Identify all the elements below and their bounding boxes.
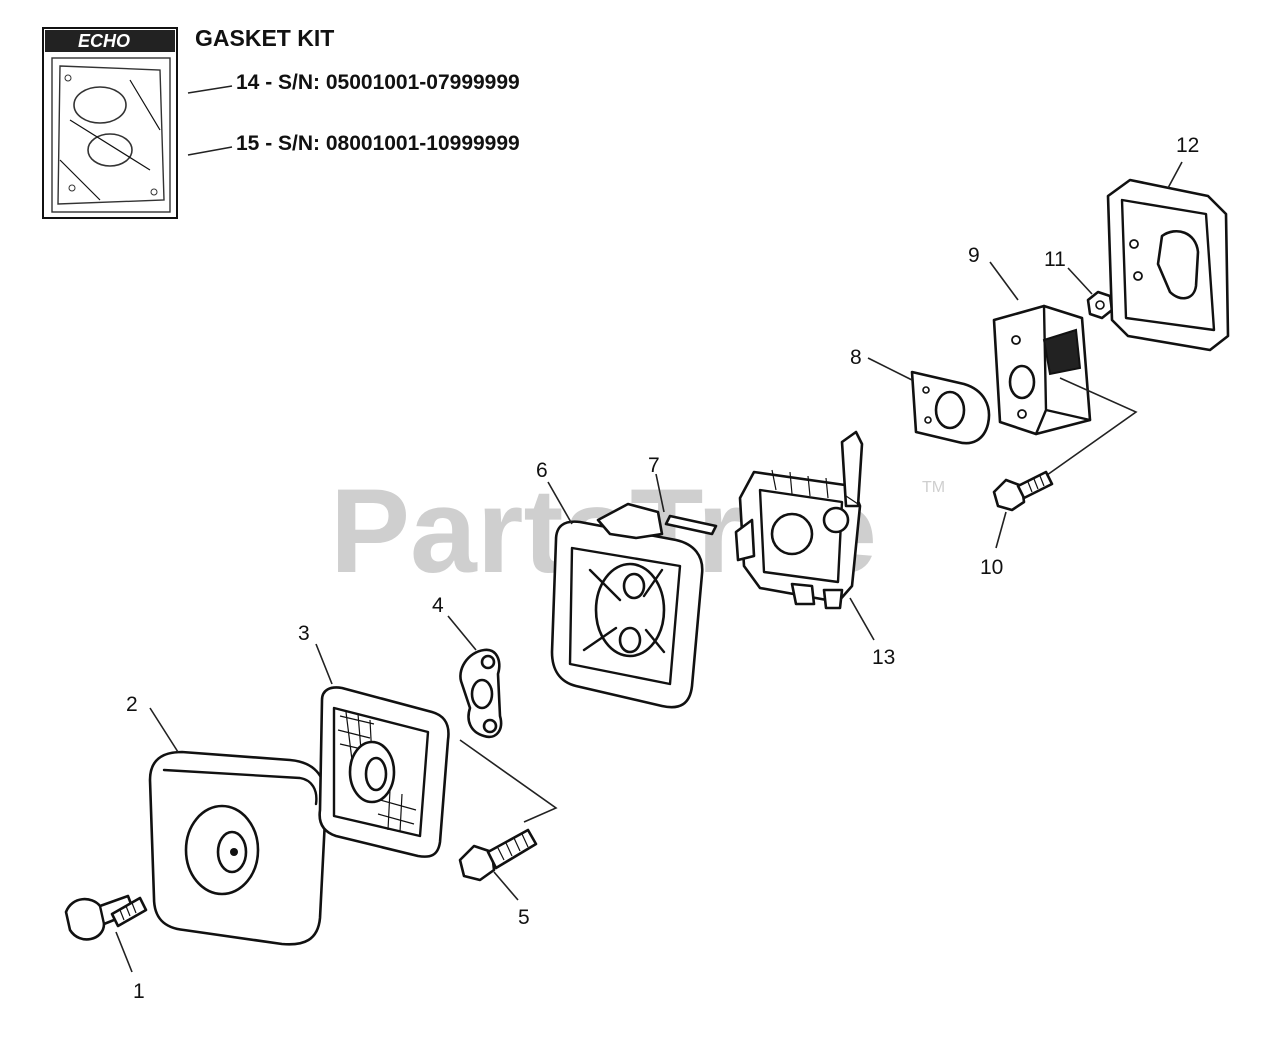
gasket-kit-serial-14: 14 - S/N: 05001001-07999999: [236, 71, 520, 94]
callout-11: 11: [1044, 248, 1066, 271]
callout-4: 4: [432, 594, 444, 617]
part-8-carburetor-gasket[interactable]: [910, 370, 991, 445]
callout-5: 5: [518, 906, 530, 929]
echo-logo-bar: [45, 30, 175, 52]
part-7-gasket-strip[interactable]: [664, 514, 718, 536]
part-4-breather-plate[interactable]: [459, 648, 503, 739]
part-5-bolt[interactable]: [458, 828, 538, 882]
part-9-insulator[interactable]: [992, 304, 1092, 436]
callout-13: 13: [872, 646, 895, 669]
echo-logo: ECHO: [78, 31, 130, 51]
watermark-trademark: TM: [922, 479, 945, 496]
callout-6: 6: [536, 459, 548, 482]
part-1-wing-bolt[interactable]: [64, 894, 148, 941]
part-6-air-cleaner-case[interactable]: [550, 502, 704, 709]
part-3-air-filter-element[interactable]: [318, 686, 450, 858]
callout-10: 10: [980, 556, 1003, 579]
part-12-gasket-plate[interactable]: [1106, 178, 1230, 352]
callout-3: 3: [298, 622, 310, 645]
part-10-bolt[interactable]: [992, 470, 1054, 512]
callout-8: 8: [850, 346, 862, 369]
gasket-kit-thumbnail: ECHO: [42, 27, 178, 219]
part-11-nut[interactable]: [1086, 290, 1114, 320]
gasket-kit-sketch: [51, 57, 171, 213]
callout-2: 2: [126, 693, 138, 716]
gasket-kit-serial-15: 15 - S/N: 08001001-10999999: [236, 132, 520, 155]
gasket-kit-title: GASKET KIT: [195, 25, 334, 51]
callout-7: 7: [648, 454, 660, 477]
callout-1: 1: [133, 980, 145, 1003]
callout-9: 9: [968, 244, 980, 267]
callout-12: 12: [1176, 134, 1199, 157]
part-13-carburetor[interactable]: [734, 430, 864, 610]
part-2-air-cleaner-cover[interactable]: [148, 750, 328, 946]
